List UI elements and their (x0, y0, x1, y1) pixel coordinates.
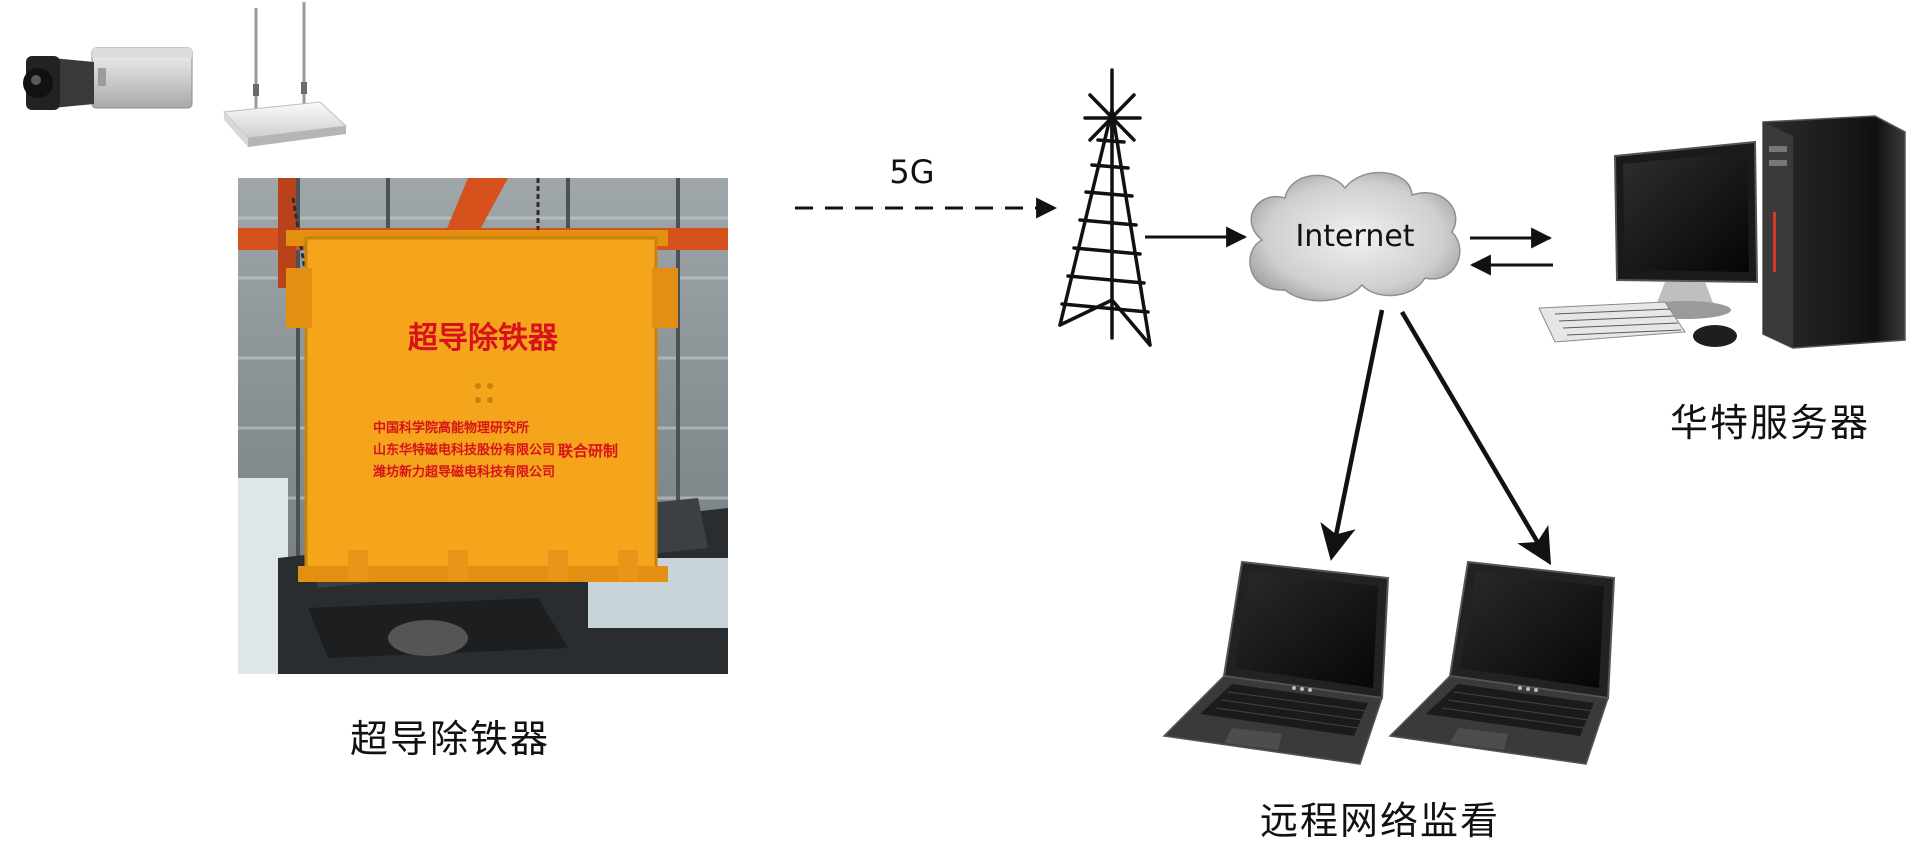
internet-label: Internet (1295, 219, 1414, 254)
iron-separator-photo: 超导除铁器 中国科学院高能物理研究所 山东华特磁电科技股份有限公司 潍坊新力超导… (238, 178, 728, 674)
separator-box (304, 236, 658, 570)
panel-line-3: 潍坊新力超导磁电科技有限公司 (373, 464, 555, 480)
server-caption: 华特服务器 (1670, 401, 1871, 445)
panel-line-2: 山东华特磁电科技股份有限公司 (373, 442, 555, 458)
server-computer-icon (1538, 115, 1906, 349)
laptop-1-icon (1162, 560, 1390, 765)
laptop-2-icon (1388, 560, 1616, 765)
internet-cloud-icon (1249, 171, 1461, 302)
panel-side-text: 联合研制 (558, 442, 618, 460)
wireless-router-icon (222, 2, 348, 147)
cctv-camera-icon (23, 47, 193, 110)
radio-tower-icon (1058, 68, 1152, 347)
remote-monitoring-caption: 远程网络监看 (1260, 799, 1501, 843)
internet-to-laptop-2-arrow (1400, 310, 1552, 566)
separator-caption: 超导除铁器 (350, 717, 551, 761)
panel-title: 超导除铁器 (408, 321, 559, 356)
panel-line-1: 中国科学院高能物理研究所 (373, 420, 529, 436)
internet-to-laptop-1-arrow (1320, 309, 1385, 561)
5g-label: 5G (889, 153, 934, 191)
